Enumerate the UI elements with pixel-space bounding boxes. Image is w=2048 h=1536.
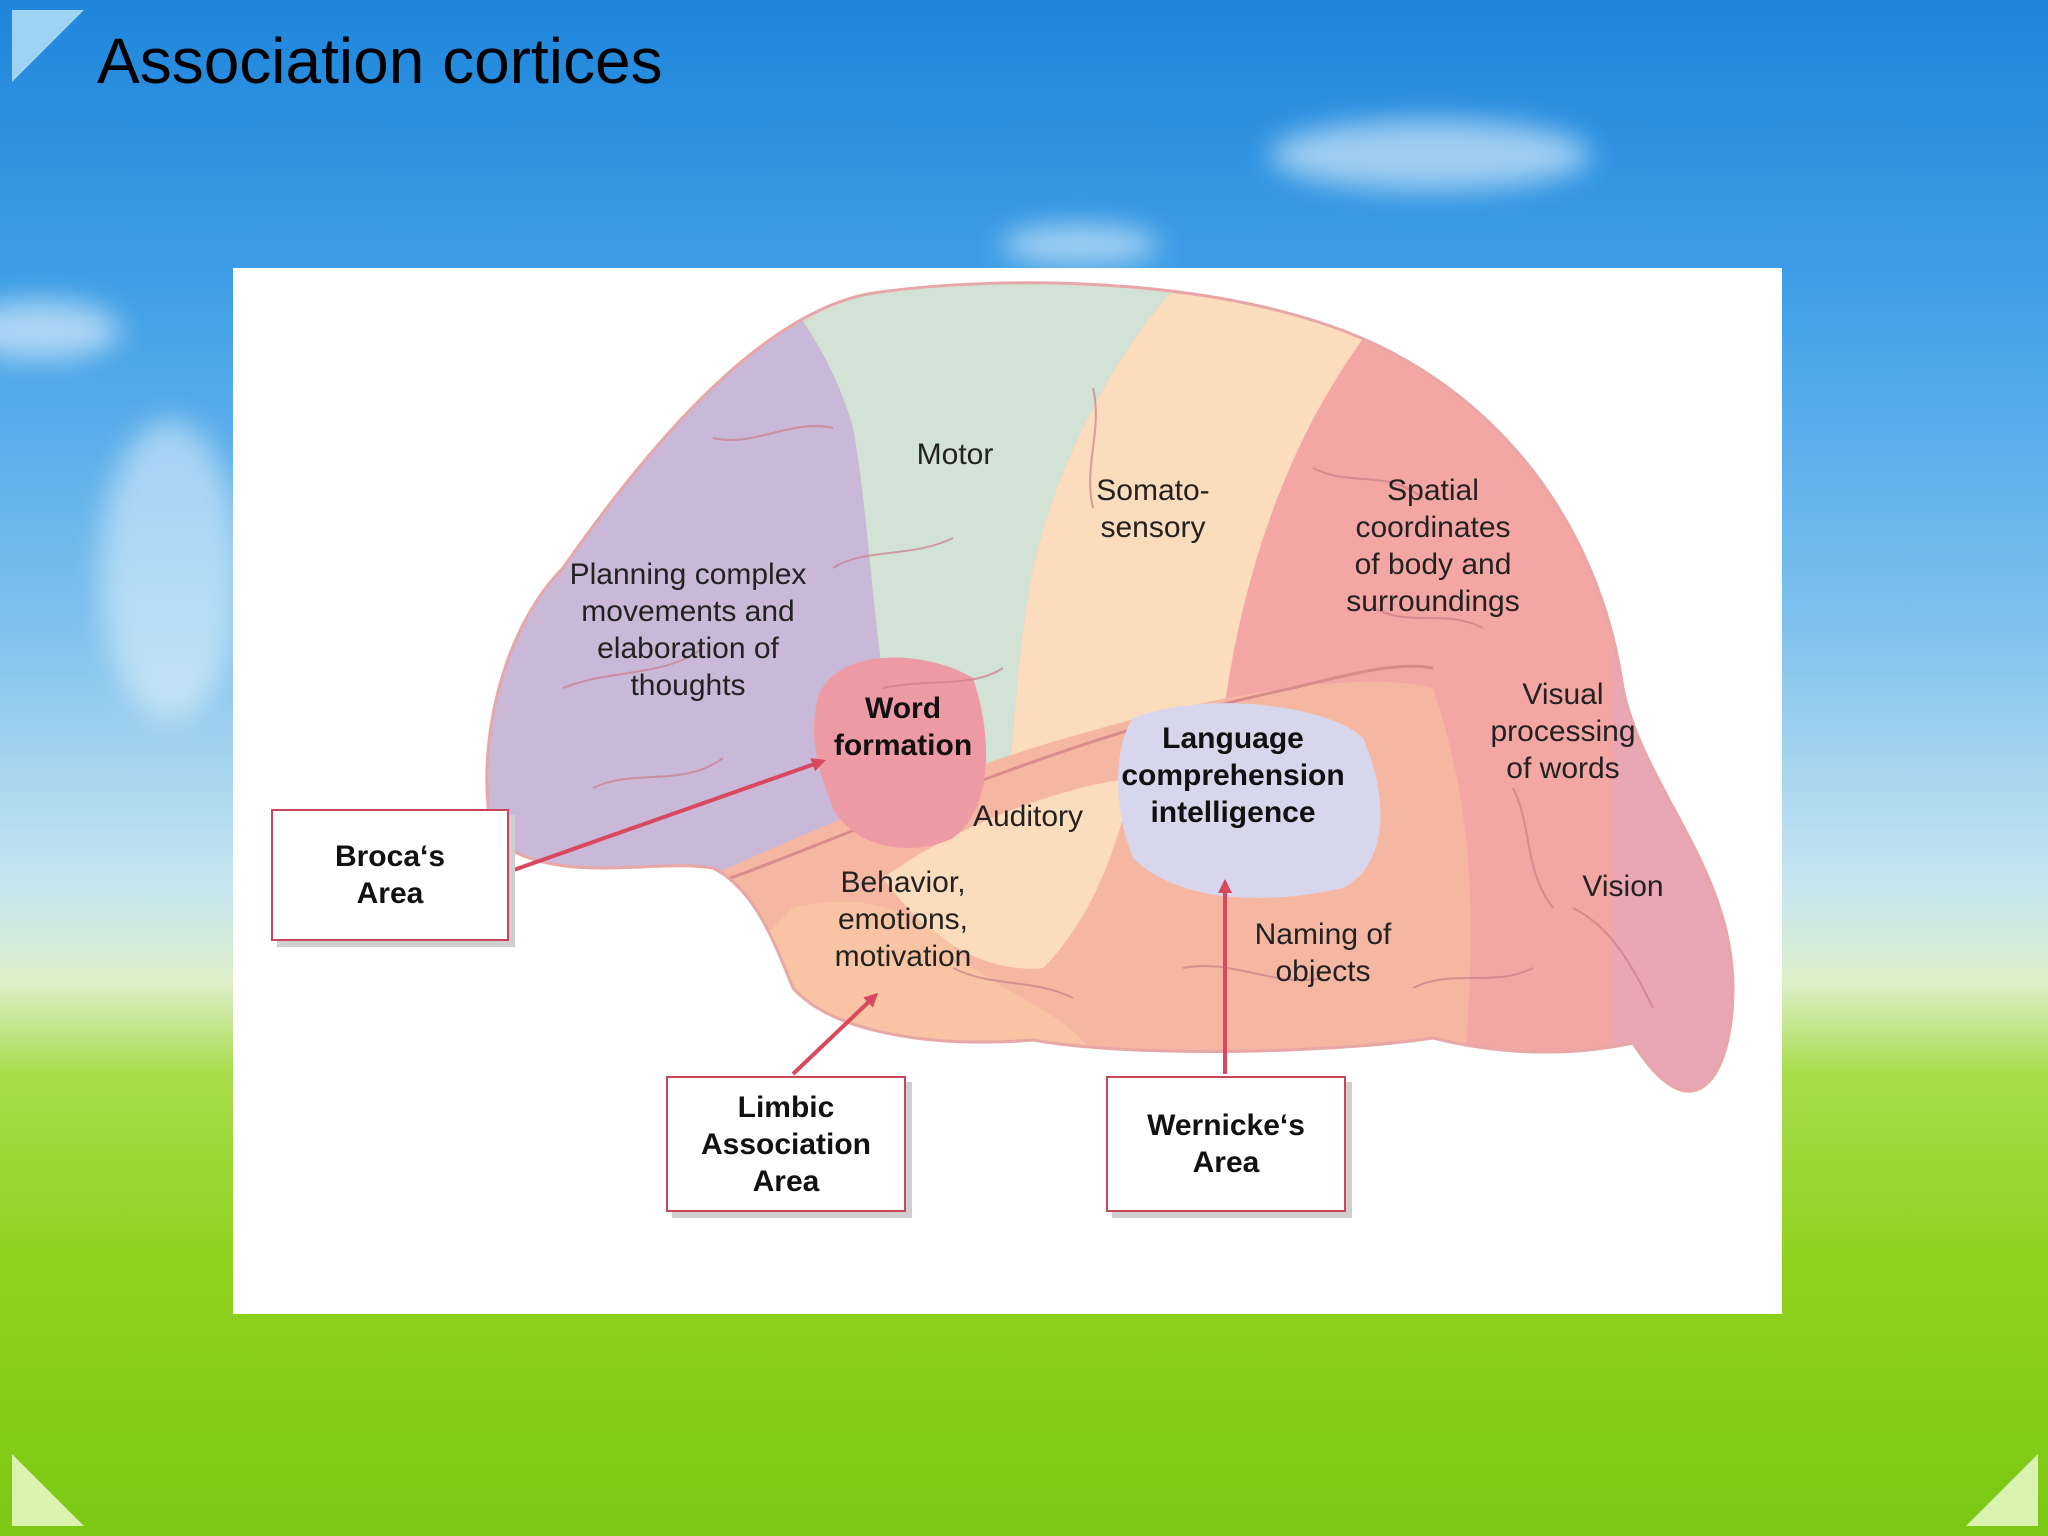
brain-outline <box>485 281 1735 1093</box>
label-spatial-coordinates: Spatial coordinates of body and surround… <box>1346 474 1520 618</box>
region-wernicke <box>1118 703 1381 898</box>
corner-triangle-bottom-left <box>12 1454 84 1526</box>
label-naming-objects: Naming of objects <box>1254 918 1392 988</box>
broca-arrow <box>504 758 826 875</box>
cloud-decoration <box>100 420 240 720</box>
callout-broca-area: Broca‘s Area <box>271 809 509 941</box>
region-frontal <box>486 282 913 909</box>
label-auditory: Auditory <box>972 800 1084 833</box>
brain-illustration <box>485 281 1735 1093</box>
limbic-arrow <box>791 992 879 1076</box>
region-auditory <box>883 778 1133 969</box>
brain-diagram: Motor Somato- sensory Spatial coordinate… <box>233 268 1782 1314</box>
label-planning: Planning complex movements and elaborati… <box>569 558 807 702</box>
cloud-decoration <box>0 300 120 360</box>
callout-limbic-association-area: Limbic Association Area <box>666 1076 906 1212</box>
label-somatosensory: Somato- sensory <box>1096 474 1210 544</box>
cloud-decoration <box>1000 225 1160 265</box>
label-visual-processing: Visual processing of words <box>1490 678 1636 785</box>
corner-triangle-bottom-right <box>1966 1454 2038 1526</box>
callout-wernicke-area: Wernicke‘s Area <box>1106 1076 1346 1212</box>
region-broca <box>813 657 987 848</box>
slide-title: Association cortices <box>97 25 663 97</box>
corner-triangle-top-left <box>12 10 84 82</box>
cloud-decoration <box>1270 120 1590 190</box>
label-language-comprehension: Language comprehension intelligence <box>1121 722 1345 829</box>
label-vision: Vision <box>1582 870 1664 903</box>
sulci-lines <box>562 387 1654 1009</box>
label-motor: Motor <box>916 438 994 471</box>
region-limbic <box>733 901 1093 1092</box>
label-word-formation: Word formation <box>833 692 973 762</box>
region-motor <box>753 282 1193 908</box>
label-behavior: Behavior, emotions, motivation <box>834 866 972 973</box>
